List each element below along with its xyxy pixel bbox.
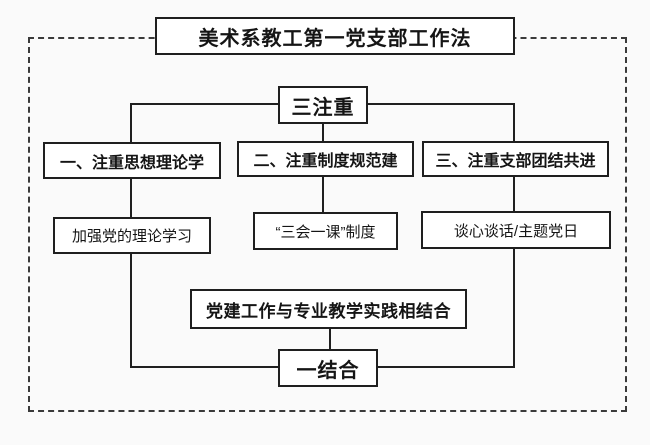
connector-col3-lower-vertical xyxy=(513,249,515,368)
connector-bottom-left-horizontal xyxy=(130,366,278,368)
connector-col2-middle-vertical xyxy=(322,176,324,213)
node-emphasis-2-heading: 二、注重制度规范建 xyxy=(237,141,414,177)
connector-col1-middle-vertical xyxy=(130,178,132,218)
node-emphasis-2-detail: “三会一课”制度 xyxy=(253,212,398,250)
connector-bottom-right-horizontal xyxy=(378,366,515,368)
connector-top-right-horizontal xyxy=(367,103,514,105)
connector-col1-lower-vertical xyxy=(130,253,132,368)
connector-top-left-horizontal xyxy=(130,103,278,105)
node-emphasis-3-detail: 谈心谈话/主题党日 xyxy=(421,211,611,249)
connector-col3-upper-vertical xyxy=(513,103,515,142)
diagram-title-box: 美术系教工第一党支部工作法 xyxy=(155,17,515,55)
connector-col3-middle-vertical xyxy=(513,177,515,212)
node-three-emphases: 三注重 xyxy=(278,86,368,124)
connector-col2-upper-vertical xyxy=(322,123,324,142)
node-integration-statement: 党建工作与专业教学实践相结合 xyxy=(190,289,467,329)
node-emphasis-1-detail: 加强党的理论学习 xyxy=(53,217,211,254)
connector-integration-to-bottom-vertical xyxy=(329,328,331,350)
connector-col1-upper-vertical xyxy=(130,103,132,143)
node-emphasis-1-heading: 一、注重思想理论学 xyxy=(43,142,221,179)
node-one-integration: 一结合 xyxy=(278,349,378,387)
node-emphasis-3-heading: 三、注重支部团结共进 xyxy=(422,141,609,177)
